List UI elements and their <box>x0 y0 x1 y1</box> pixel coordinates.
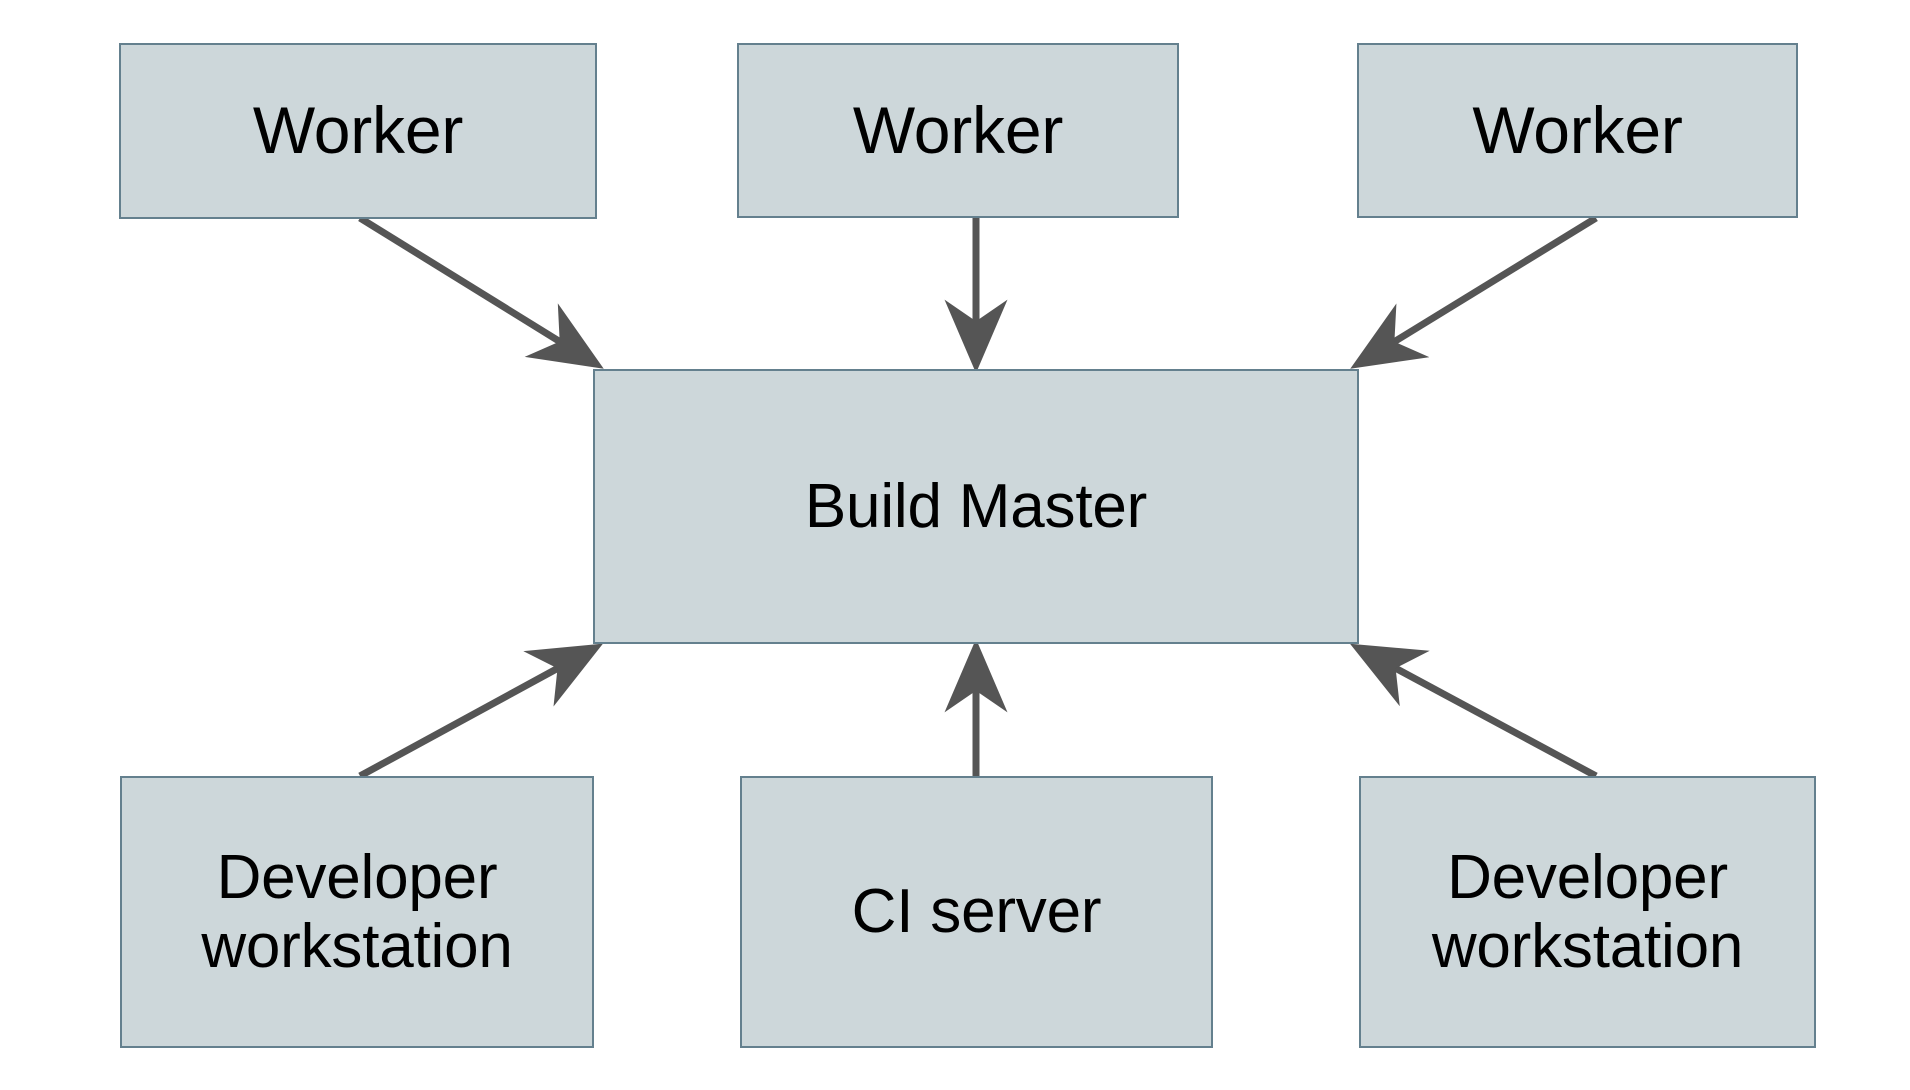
node-build-master-label: Build Master <box>804 471 1148 541</box>
node-worker-2-label: Worker <box>852 92 1064 167</box>
node-build-master[interactable]: Build Master <box>593 369 1359 644</box>
node-ci-server-label: CI server <box>851 877 1102 947</box>
node-worker-1[interactable]: Worker <box>119 43 597 219</box>
edge-worker3-to-master <box>1350 215 1598 369</box>
edge-devleft-to-master <box>358 643 603 780</box>
node-developer-workstation-right-label: Developer workstation <box>1431 842 1744 981</box>
edge-worker1-to-master <box>358 215 604 369</box>
node-ci-server[interactable]: CI server <box>740 776 1213 1048</box>
node-worker-3[interactable]: Worker <box>1357 43 1798 218</box>
edge-devright-to-master <box>1349 643 1598 780</box>
node-worker-2[interactable]: Worker <box>737 43 1179 218</box>
node-developer-workstation-left-label: Developer workstation <box>201 842 513 981</box>
node-developer-workstation-left[interactable]: Developer workstation <box>120 776 594 1048</box>
node-developer-workstation-right[interactable]: Developer workstation <box>1359 776 1816 1048</box>
node-worker-3-label: Worker <box>1472 92 1683 167</box>
node-worker-1-label: Worker <box>252 93 464 168</box>
